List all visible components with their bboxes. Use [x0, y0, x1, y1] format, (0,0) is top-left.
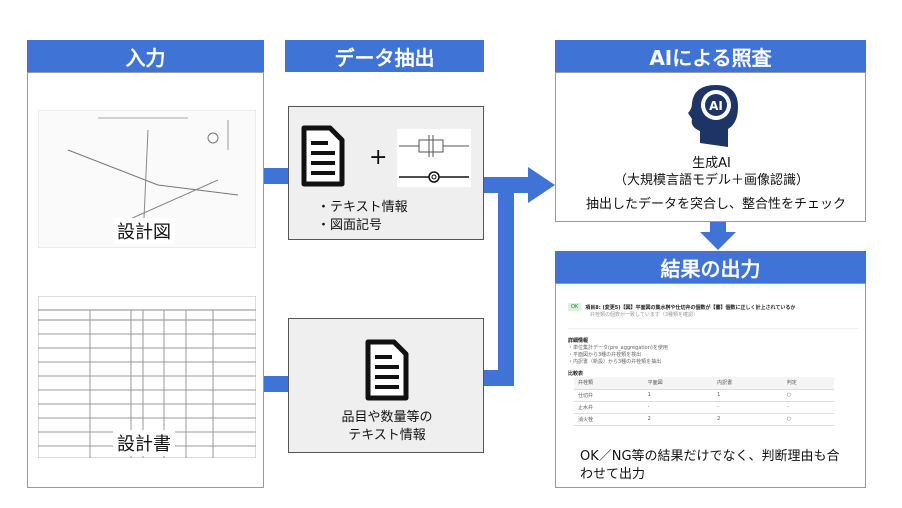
arrow-connector — [710, 222, 726, 234]
ai-model-detail: （大規模言語モデル＋画像認識） — [613, 173, 809, 188]
drawing-symbols-icon — [397, 129, 471, 187]
table-header: 内訳書 — [713, 377, 783, 390]
table-cell: ○ — [782, 413, 834, 426]
arrow-connector — [498, 177, 514, 386]
arrow-right-icon — [528, 167, 555, 203]
ai-title: AIによる照査 — [649, 45, 772, 70]
result-item-title: 項目8: (変更5)【図】平面図の集水桝や仕切弁の個数が【書】個数に正しく計上さ… — [585, 304, 796, 311]
table-cell: 止水弁 — [574, 401, 644, 414]
design-drawing-label: 設計図 — [113, 218, 175, 244]
arrow-down-icon — [700, 232, 736, 250]
table-cell: ○ — [782, 389, 834, 402]
result-note: OK／NG等の結果だけでなく、判断理由も合わせて出力 — [580, 449, 840, 482]
result-title: 結果の出力 — [660, 256, 761, 281]
table-cell: 仕切弁 — [574, 389, 644, 402]
table-cell: 1 — [643, 389, 714, 402]
table-header: 平面図 — [643, 377, 714, 390]
arrow-connector — [264, 376, 288, 392]
document-icon — [301, 125, 345, 187]
extract-header: データ抽出 — [285, 40, 484, 72]
svg-text:AI: AI — [709, 99, 723, 113]
table-cell: 2 — [643, 413, 714, 426]
extract-item-text: ・テキスト情報 — [317, 200, 408, 215]
table-cell: 2 — [713, 413, 783, 426]
arrow-connector — [264, 168, 288, 184]
spec-text-line1: 品目や数量等の — [341, 410, 433, 425]
ai-header: AIによる照査 — [555, 40, 866, 72]
table-cell: - — [713, 401, 783, 414]
ai-panel: AI 生成AI （大規模言語モデル＋画像認識） 抽出したデータを突合し、整合性を… — [555, 72, 866, 222]
document-icon — [365, 339, 409, 401]
detail-line: ・単位集計データ(pre_aggregation)を使用 — [568, 345, 668, 351]
table-header-row: 弁栓類平面図内訳書判定 — [574, 377, 834, 390]
table-header: 判定 — [782, 377, 834, 390]
spec-text-line2: テキスト情報 — [348, 428, 426, 443]
table-cell: - — [782, 401, 834, 414]
table-header: 弁栓類 — [574, 377, 644, 390]
table-row: 止水弁--- — [574, 401, 834, 414]
ai-description: 抽出したデータを突合し、整合性をチェック — [586, 197, 847, 212]
extract-drawing-box: + ・テキスト情報 ・図面記号 — [288, 106, 484, 240]
extract-title: データ抽出 — [334, 45, 435, 70]
compare-heading: 比較表 — [568, 371, 584, 377]
table-cell: - — [643, 401, 714, 414]
result-item-subtitle: 弁栓類の個数が一致しています（3種類を確認） — [590, 312, 699, 318]
extract-item-symbols: ・図面記号 — [317, 218, 383, 233]
table-cell: 消火栓 — [574, 413, 644, 426]
input-header: 入力 — [27, 40, 264, 72]
result-screenshot: OK 項目8: (変更5)【図】平面図の集水桝や仕切弁の個数が【書】個数に正しく… — [568, 293, 858, 443]
detail-line: ・内訳書（新設）から3種の弁栓類を抽出 — [568, 359, 662, 365]
plus-sign: + — [369, 145, 388, 170]
result-header: 結果の出力 — [555, 251, 866, 283]
detail-heading: 詳細情報 — [568, 328, 858, 344]
ok-badge: OK — [568, 303, 582, 311]
extract-spec-box: 品目や数量等の テキスト情報 — [288, 318, 484, 453]
ai-model-label: 生成AI — [692, 156, 731, 171]
input-title: 入力 — [125, 45, 166, 70]
ai-brain-head-icon: AI — [688, 85, 738, 147]
detail-line: ・平面図から3種の弁栓類を検出 — [568, 352, 642, 358]
table-cell: 1 — [713, 389, 783, 402]
design-spec-label: 設計書 — [113, 430, 175, 456]
